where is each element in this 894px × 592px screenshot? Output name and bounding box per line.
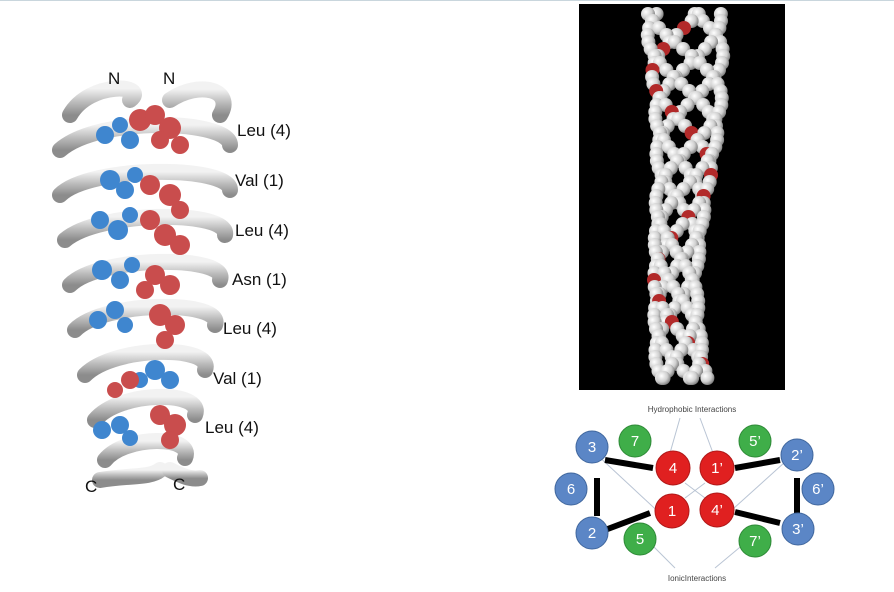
terminal-n1: N: [108, 69, 120, 88]
position-1p-label: 1’: [711, 460, 723, 477]
residue-label: Leu (4): [223, 319, 277, 338]
residue-label: Val (1): [213, 369, 262, 388]
position-3p-label: 3’: [792, 521, 804, 538]
residue-label: Leu (4): [205, 418, 259, 437]
interaction-guides: [594, 417, 796, 569]
helical-wheel-diagram: Hydrophobic Interactions IonicInteractio…: [554, 405, 835, 583]
hydrophobic-label: Hydrophobic Interactions: [648, 405, 737, 414]
helix-bead: [656, 371, 671, 385]
residue-label: Leu (4): [235, 221, 289, 240]
top-divider: [0, 0, 894, 1]
position-6-label: 6: [567, 481, 575, 498]
residue-label: Val (1): [235, 171, 284, 190]
chain-a-side-chains: [89, 117, 179, 446]
terminal-c2: C: [173, 475, 185, 494]
residue-label: Leu (4): [237, 121, 291, 140]
helix-beads: [640, 7, 731, 385]
position-4-label: 4: [669, 460, 677, 477]
position-2-label: 2: [588, 525, 596, 542]
helix-space-filling-image: [579, 4, 785, 390]
position-1-label: 1: [668, 503, 676, 520]
position-4p-label: 4’: [711, 502, 723, 519]
wheel-positions-a: 3 7 4 6 1 2 5: [554, 424, 691, 556]
position-6p-label: 6’: [812, 481, 824, 498]
coiled-coil-illustration: N N C C Leu (4) Val (1) Leu (4) Asn (1) …: [52, 69, 291, 496]
helix-bead: [685, 371, 700, 385]
position-2p-label: 2’: [791, 447, 803, 464]
ionic-label: IonicInteractions: [668, 574, 726, 583]
position-5p-label: 5’: [749, 433, 761, 450]
chain-b-side-chains: [107, 105, 190, 449]
helix-bead: [700, 371, 715, 385]
terminal-c1: C: [85, 477, 97, 496]
wheel-positions-b: 1’ 5’ 2’ 6’ 4’ 3’ 7’: [699, 424, 835, 558]
helix-connection-arrows: [594, 457, 800, 533]
terminal-n2: N: [163, 69, 175, 88]
position-3-label: 3: [588, 439, 596, 456]
position-7p-label: 7’: [749, 533, 761, 550]
position-5-label: 5: [636, 531, 644, 548]
position-7-label: 7: [631, 433, 639, 450]
residue-label: Asn (1): [232, 270, 287, 289]
